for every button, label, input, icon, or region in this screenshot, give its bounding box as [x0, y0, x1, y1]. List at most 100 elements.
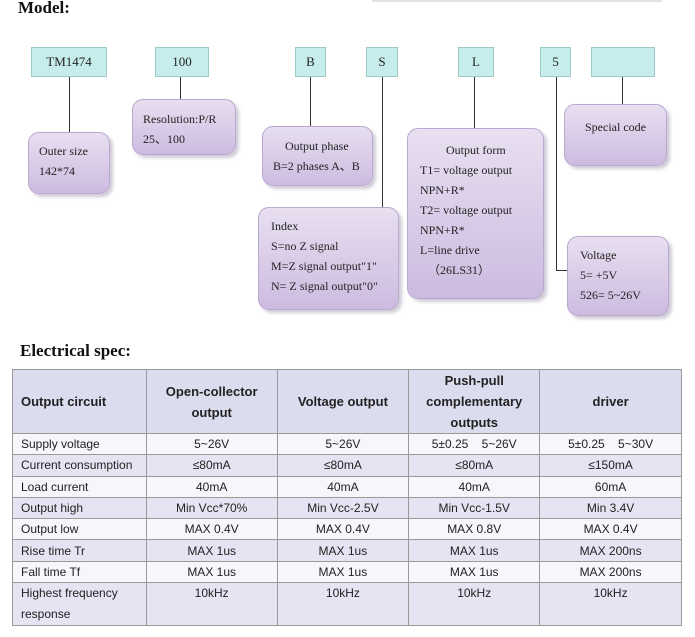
wire-index	[382, 77, 383, 208]
table-cell: MAX 1us	[145, 539, 278, 562]
code-outer: TM1474	[31, 47, 107, 77]
row-label: Supply voltage	[12, 432, 147, 456]
outer-size-title: Outer size	[39, 144, 88, 158]
row-label: Load current	[12, 475, 147, 498]
wire-special	[622, 77, 623, 105]
spec-heading: Electrical spec:	[20, 341, 131, 360]
table-row: Supply voltage 5~26V 5~26V 5±0.25 5~26V …	[12, 432, 682, 456]
resolution-value: 25、100	[143, 132, 186, 146]
wire-voltage-v	[556, 77, 557, 271]
output-phase-box: Output phase B=2 phases A、B	[262, 126, 373, 186]
top-divider	[372, 0, 662, 2]
output-phase-value: B=2 phases A、B	[273, 159, 360, 173]
index-s: S=no Z signal	[271, 239, 339, 253]
output-form-l: L=line drive	[420, 243, 480, 257]
voltage-526: 526= 5~26V	[580, 288, 641, 302]
resolution-title: Resolution:P/R	[143, 112, 217, 126]
output-phase-title: Output phase	[285, 139, 349, 153]
model-heading: Model:	[18, 0, 70, 17]
table-cell: 5~26V	[145, 432, 278, 456]
index-m: M=Z signal output"1"	[271, 259, 377, 273]
wire-voltage-h	[556, 270, 569, 271]
table-header-row: Output circuit Open-collector output Vol…	[12, 369, 682, 434]
table-cell: 5±0.25 5~30V	[539, 432, 682, 456]
spec-table: Output circuit Open-collector output Vol…	[12, 369, 682, 627]
special-code-title: Special code	[585, 120, 646, 134]
table-cell: ≤80mA	[145, 454, 278, 477]
table-cell: Min Vcc-2.5V	[276, 496, 410, 520]
wire-phase	[310, 77, 311, 127]
table-cell: MAX 1us	[276, 560, 410, 584]
index-box: Index S=no Z signal M=Z signal output"1"…	[258, 207, 399, 310]
wire-resolution	[180, 77, 181, 100]
table-cell: MAX 0.8V	[408, 518, 541, 541]
table-cell: MAX 1us	[408, 560, 541, 584]
table-cell: MAX 200ns	[539, 539, 682, 562]
output-form-t1-sub: NPN+R*	[420, 183, 465, 197]
table-cell: 10kHz	[408, 582, 541, 627]
code-output-form: L	[458, 47, 494, 77]
code-voltage: 5	[540, 47, 571, 77]
outer-size-box: Outer size 142*74	[28, 132, 110, 194]
code-phase: B	[295, 47, 326, 77]
voltage-title: Voltage	[580, 248, 617, 262]
table-row: Output low MAX 0.4V MAX 0.4V MAX 0.8V MA…	[12, 518, 682, 541]
table-cell: MAX 200ns	[539, 560, 682, 584]
table-cell: 40mA	[408, 475, 541, 498]
table-cell: MAX 1us	[408, 539, 541, 562]
table-cell: MAX 0.4V	[276, 518, 410, 541]
output-form-t2: T2= voltage output	[420, 203, 513, 217]
index-title: Index	[271, 219, 299, 233]
table-cell: 40mA	[276, 475, 410, 498]
table-row: Output high Min Vcc*70% Min Vcc-2.5V Min…	[12, 496, 682, 520]
header-open-collector: Open-collector output	[145, 369, 278, 434]
table-cell: 10kHz	[145, 582, 278, 627]
table-cell: ≤80mA	[408, 454, 541, 477]
table-cell: 10kHz	[276, 582, 410, 627]
code-special	[591, 47, 655, 77]
output-form-l-sub: （26LS31）	[428, 263, 491, 277]
resolution-box: Resolution:P/R 25、100	[132, 99, 236, 155]
table-row: Load current 40mA 40mA 40mA 60mA	[12, 475, 682, 498]
header-output-circuit: Output circuit	[12, 369, 147, 434]
voltage-5: 5= +5V	[580, 268, 618, 282]
header-driver: driver	[539, 369, 682, 434]
wire-output-form	[474, 77, 475, 128]
table-cell: 5±0.25 5~26V	[408, 432, 541, 456]
row-label: Highest frequency response	[12, 582, 147, 627]
output-form-title: Output form	[446, 143, 506, 157]
table-cell: MAX 0.4V	[145, 518, 278, 541]
outer-size-value: 142*74	[39, 164, 75, 178]
header-push-pull: Push-pull complementary outputs	[408, 369, 541, 434]
voltage-box: Voltage 5= +5V 526= 5~26V	[567, 236, 669, 316]
table-cell: Min Vcc*70%	[145, 496, 278, 520]
row-label: Rise time Tr	[12, 539, 147, 562]
code-index: S	[366, 47, 398, 77]
output-form-t1: T1= voltage output	[420, 163, 513, 177]
table-cell: 40mA	[145, 475, 278, 498]
output-form-t2-sub: NPN+R*	[420, 223, 465, 237]
table-cell: MAX 1us	[145, 560, 278, 584]
wire-outer	[69, 77, 70, 134]
table-row: Highest frequency response 10kHz 10kHz 1…	[12, 582, 682, 627]
row-label: Current consumption	[12, 454, 147, 477]
table-cell: MAX 0.4V	[539, 518, 682, 541]
table-cell: 5~26V	[276, 432, 410, 456]
table-cell: Min 3.4V	[539, 496, 682, 520]
code-resolution: 100	[155, 47, 209, 77]
table-row: Current consumption ≤80mA ≤80mA ≤80mA ≤1…	[12, 454, 682, 477]
table-row: Fall time Tf MAX 1us MAX 1us MAX 1us MAX…	[12, 560, 682, 584]
table-cell: 10kHz	[539, 582, 682, 627]
table-cell: 60mA	[539, 475, 682, 498]
table-cell: ≤150mA	[539, 454, 682, 477]
output-form-box: Output form T1= voltage output NPN+R* T2…	[407, 128, 544, 299]
row-label: Output high	[12, 496, 147, 520]
special-code-box: Special code	[564, 104, 667, 166]
table-cell: ≤80mA	[276, 454, 410, 477]
row-label: Fall time Tf	[12, 560, 147, 584]
header-voltage-output: Voltage output	[276, 369, 410, 434]
row-label: Output low	[12, 518, 147, 541]
table-cell: Min Vcc-1.5V	[408, 496, 541, 520]
index-n: N= Z signal output"0"	[271, 279, 378, 293]
table-cell: MAX 1us	[276, 539, 410, 562]
